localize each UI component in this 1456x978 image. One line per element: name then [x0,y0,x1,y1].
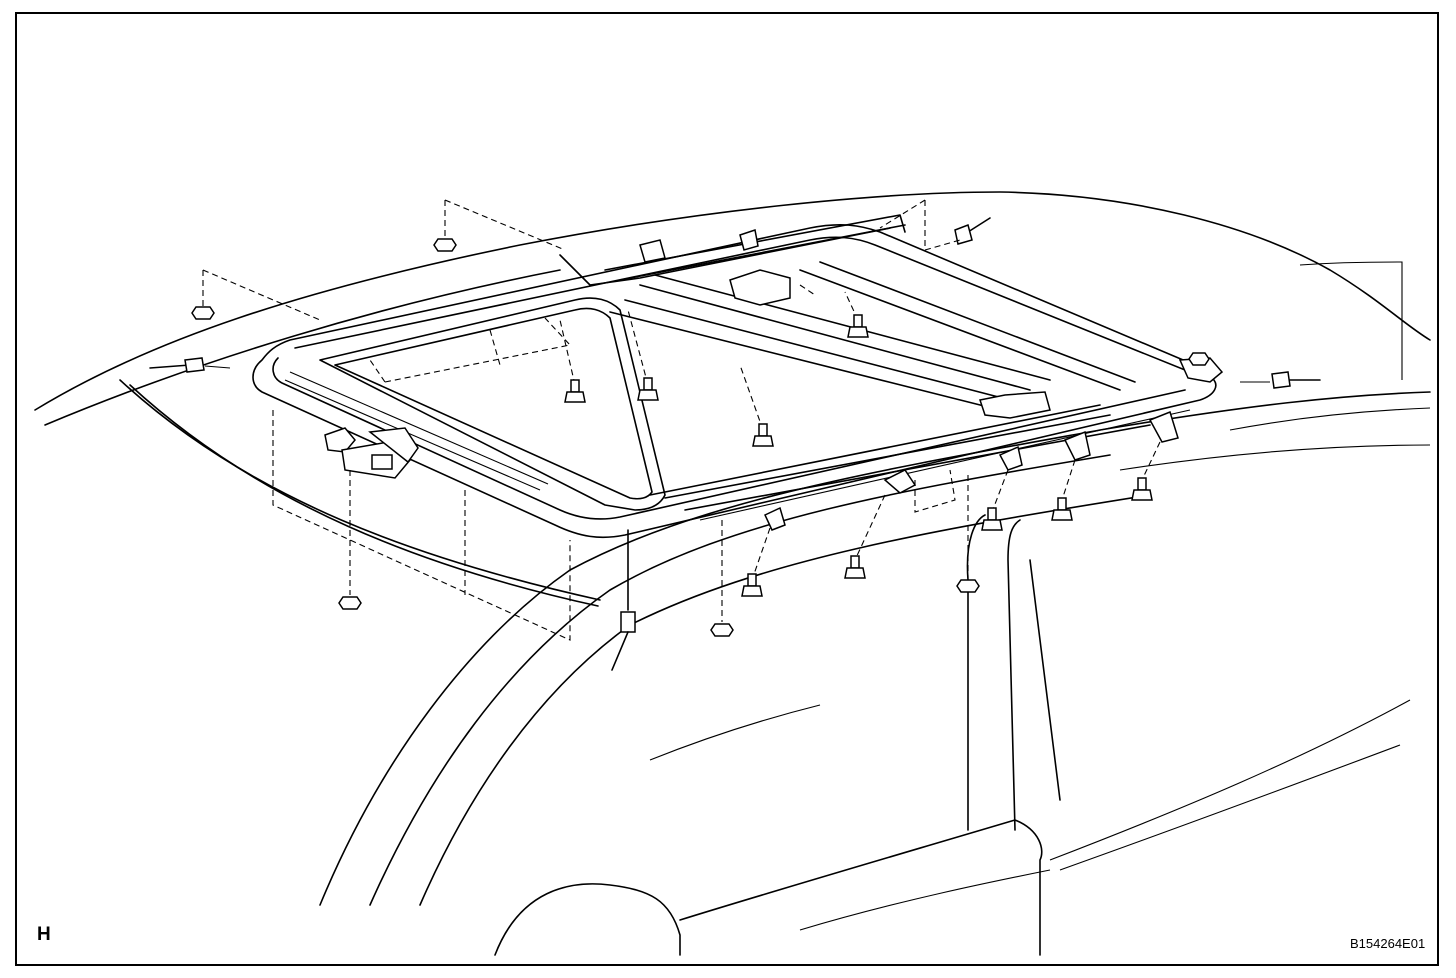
sunroof-housing [252,214,1224,539]
nut-1 [191,306,215,320]
car-body-outline [34,191,1431,956]
drain-hose-rear-left [611,529,636,671]
bolt-6 [844,555,866,579]
leader-lines [202,199,1161,641]
nut-4 [710,623,734,637]
nut-3 [338,596,362,610]
nut-5 [956,579,980,593]
bolt-3 [752,423,774,447]
bolt-9 [1131,477,1153,501]
drain-hose-rear-right [1240,371,1321,389]
nut-6 [1188,352,1210,366]
sunroof-motor [324,427,419,479]
figure-code: B154264E01 [1350,936,1426,951]
bolt-5 [741,573,763,597]
diagram-frame [15,12,1439,966]
nut-2 [433,238,457,252]
drain-hose-front-right [954,217,991,245]
view-letter: H [37,924,51,945]
bolt-2 [637,377,659,401]
bolt-7 [981,507,1003,531]
bolt-8 [1051,497,1073,521]
bolt-1 [564,379,586,403]
bolt-4 [847,314,869,338]
drain-hose-front-left [149,357,231,373]
